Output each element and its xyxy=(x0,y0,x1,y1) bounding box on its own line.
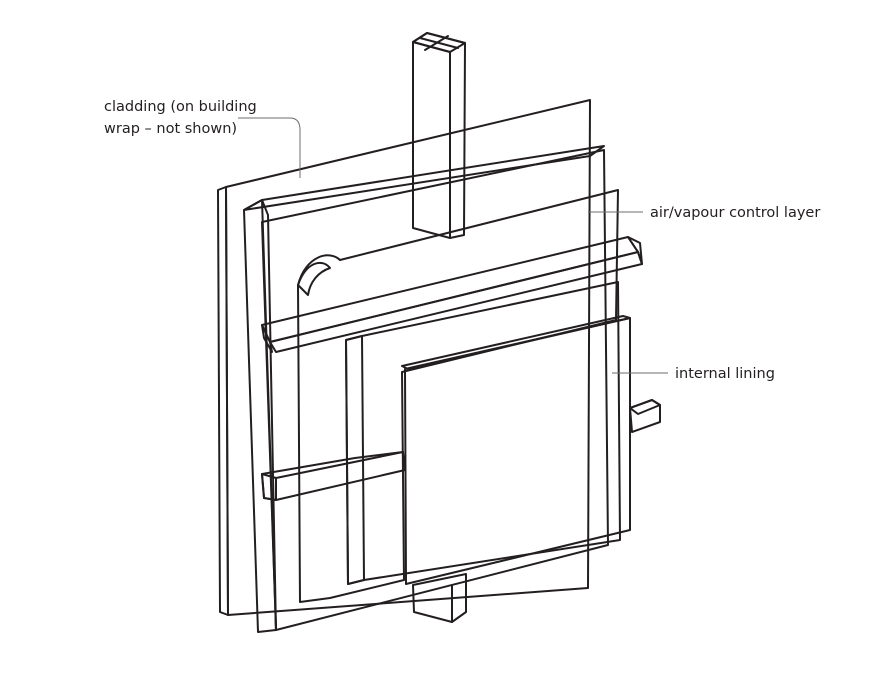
cladding-label-line2: wrap – not shown) xyxy=(104,121,238,137)
internal-lining-board xyxy=(401,315,631,585)
cladding-label: cladding (on building wrap – not shown) xyxy=(104,96,257,140)
internal-lining-label: internal lining xyxy=(675,366,775,382)
air-vapour-control-membrane xyxy=(297,189,619,603)
batten-stub-right xyxy=(629,399,661,433)
air-vapour-control-layer-label: air/vapour control layer xyxy=(650,205,821,221)
horizontal-batten-upper xyxy=(261,236,643,353)
vertical-stud-top xyxy=(412,32,466,239)
cladding-board xyxy=(217,99,591,616)
insulation-face xyxy=(261,149,609,631)
horizontal-batten-lower xyxy=(261,451,406,501)
insulation-inner-block xyxy=(345,281,621,585)
membrane-curl xyxy=(297,261,331,296)
cladding-edge xyxy=(217,186,229,616)
cladding-leader-line xyxy=(238,117,301,178)
cladding-label-line1: cladding (on building xyxy=(104,99,257,115)
lining-face xyxy=(404,317,631,585)
insulation-front-edge xyxy=(261,199,277,631)
insulation-batt xyxy=(243,145,609,633)
insulation-top xyxy=(243,145,605,211)
vertical-stud-bottom xyxy=(412,573,467,623)
